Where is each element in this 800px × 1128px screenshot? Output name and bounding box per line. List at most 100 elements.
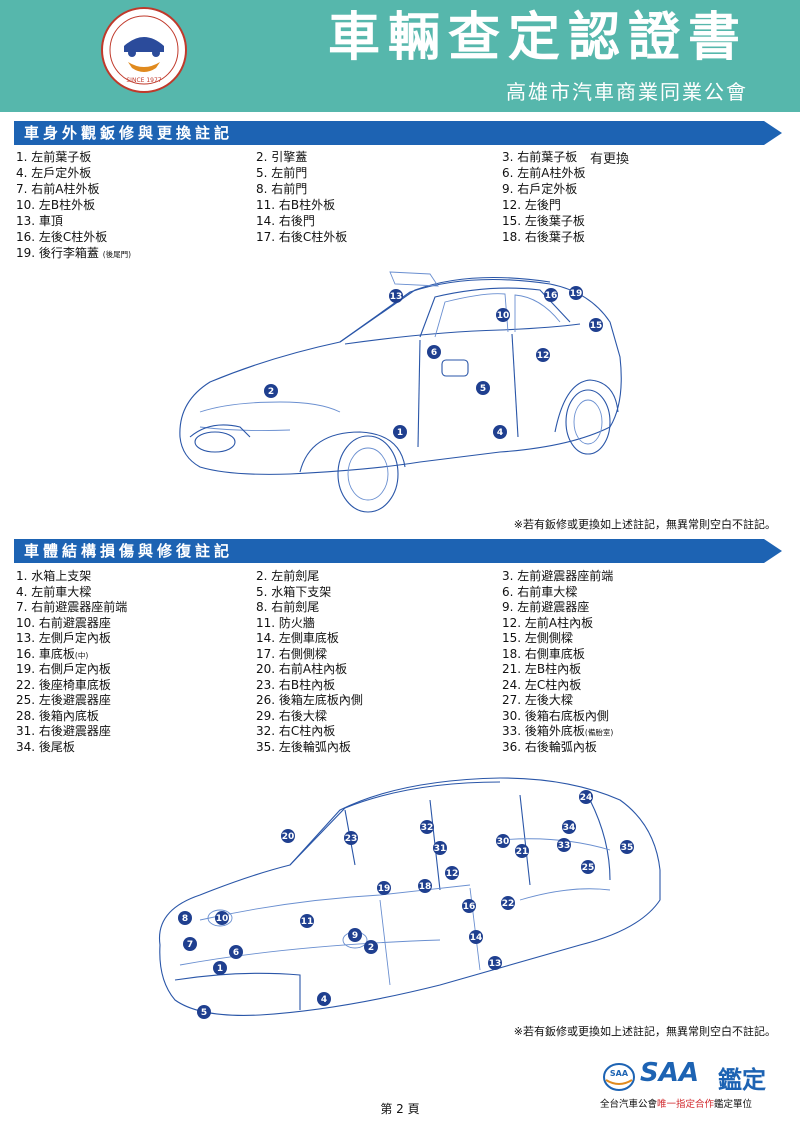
page-number: 第 2 頁 <box>380 1102 420 1116</box>
section1-note: ※若有鈑修或更換如上述註記，無異常則空白不註記。 <box>513 518 776 531</box>
svg-text:6: 6 <box>233 948 239 958</box>
svg-text:10: 10 <box>216 914 229 924</box>
list-item: 23. 右B柱內板 <box>256 677 336 692</box>
svg-text:22: 22 <box>502 899 515 909</box>
svg-text:25: 25 <box>582 863 595 873</box>
structure-marker-21: 21 <box>515 844 529 858</box>
exterior-marker-5: 5 <box>476 381 490 395</box>
list-item: 32. 右C柱內板 <box>256 724 336 738</box>
list-item: 30. 後箱右底板內側 <box>502 708 609 723</box>
structure-marker-12: 12 <box>445 866 459 880</box>
svg-text:10: 10 <box>497 311 510 321</box>
structure-marker-19: 19 <box>377 881 391 895</box>
list-item: 12. 左後門 <box>502 198 561 212</box>
list-item: 19. 後行李箱蓋 (後尾門) <box>16 246 132 260</box>
svg-text:35: 35 <box>621 843 634 853</box>
exterior-marker-15: 15 <box>589 318 603 332</box>
list-item: 4. 左戶定外板 <box>16 166 92 180</box>
list-item: 15. 左後葉子板 <box>502 214 585 228</box>
list-item: 7. 右前避震器座前端 <box>16 600 128 614</box>
list-item: 14. 右後門 <box>256 214 315 228</box>
document-title: 車輛查定認證書 <box>327 8 748 68</box>
svg-text:13: 13 <box>390 292 403 302</box>
list-item: 35. 左後輪弧內板 <box>256 739 351 754</box>
structure-marker-22: 22 <box>501 896 515 910</box>
list-item: 16. 車底板(中) <box>16 646 89 661</box>
list-item: 17. 右側側樑 <box>256 646 327 661</box>
structure-marker-10: 10 <box>215 911 229 925</box>
list-item: 3. 右前葉子板 <box>502 150 578 164</box>
header-banner: SINCE 1977 車輛查定認證書 高雄市汽車商業同業公會 <box>0 0 800 112</box>
svg-text:11: 11 <box>301 917 314 927</box>
structure-marker-1: 1 <box>213 961 227 975</box>
svg-text:1: 1 <box>397 428 403 438</box>
svg-text:2: 2 <box>268 387 274 397</box>
structure-marker-30: 30 <box>496 834 510 848</box>
list-item: 8. 右前劍尾 <box>256 600 320 614</box>
list-item: 6. 右前車大樑 <box>502 584 578 599</box>
svg-text:21: 21 <box>516 847 529 857</box>
list-item: 9. 左前避震器座 <box>502 600 590 614</box>
list-item: 22. 後座椅車底板 <box>16 677 111 692</box>
svg-text:24: 24 <box>580 793 593 803</box>
svg-text:6: 6 <box>431 348 437 358</box>
list-item: 6. 左前A柱外板 <box>502 166 586 180</box>
document-subtitle: 高雄市汽車商業同業公會 <box>506 80 748 104</box>
svg-text:31: 31 <box>434 844 447 854</box>
section-title-exterior: 車身外觀鈑修與更換註記 <box>24 124 234 142</box>
list-item: 5. 水箱下支架 <box>256 584 332 599</box>
svg-text:14: 14 <box>470 933 483 943</box>
list-item: 11. 防火牆 <box>256 615 315 630</box>
list-item: 5. 左前門 <box>256 166 308 180</box>
list-item: 13. 車頂 <box>16 214 63 228</box>
list-item: 28. 後箱內底板 <box>16 708 99 723</box>
list-item: 18. 右側車底板 <box>502 646 585 661</box>
structure-marker-24: 24 <box>579 790 593 804</box>
list-item: 2. 引擎蓋 <box>256 150 308 164</box>
list-item: 4. 左前車大樑 <box>16 584 92 599</box>
list-item: 15. 左側側樑 <box>502 631 573 645</box>
list-item: 17. 右後C柱外板 <box>256 230 348 244</box>
exterior-marker-19: 19 <box>569 286 583 300</box>
list-item: 10. 左B柱外板 <box>16 198 96 212</box>
structure-marker-18: 18 <box>418 879 432 893</box>
list-item: 16. 左後C柱外板 <box>16 230 108 244</box>
structure-marker-7: 7 <box>183 937 197 951</box>
svg-text:16: 16 <box>545 291 558 301</box>
structure-marker-34: 34 <box>562 820 576 834</box>
saa-tagline: 全台汽車公會唯一指定合作鑑定單位 <box>600 1099 753 1110</box>
svg-text:16: 16 <box>463 902 476 912</box>
list-item: 19. 右側戶定內板 <box>16 662 111 676</box>
structure-marker-23: 23 <box>344 831 358 845</box>
svg-text:4: 4 <box>497 428 503 438</box>
list-item: 9. 右戶定外板 <box>502 182 578 196</box>
list-item: 29. 右後大樑 <box>256 708 327 723</box>
list-item: 7. 右前A柱外板 <box>16 182 100 196</box>
svg-text:23: 23 <box>345 834 358 844</box>
list-item: 25. 左後避震器座 <box>16 693 111 707</box>
list-item: 33. 後箱外底板(備胎室) <box>502 724 614 738</box>
structure-marker-11: 11 <box>300 914 314 928</box>
list-item: 18. 右後葉子板 <box>502 230 585 244</box>
structure-marker-32: 32 <box>420 820 434 834</box>
svg-text:12: 12 <box>446 869 459 879</box>
svg-text:15: 15 <box>590 321 603 331</box>
structure-marker-16: 16 <box>462 899 476 913</box>
list-item: 27. 左後大樑 <box>502 693 573 707</box>
structure-marker-35: 35 <box>620 840 634 854</box>
svg-text:13: 13 <box>489 959 502 969</box>
exterior-marker-1: 1 <box>393 425 407 439</box>
association-logo: SINCE 1977 <box>101 7 187 93</box>
svg-text:2: 2 <box>368 943 374 953</box>
svg-text:18: 18 <box>419 882 432 892</box>
exterior-marker-2: 2 <box>264 384 278 398</box>
structure-marker-9: 9 <box>348 928 362 942</box>
list-item: 36. 右後輪弧內板 <box>502 739 597 754</box>
svg-text:34: 34 <box>563 823 576 833</box>
structure-marker-31: 31 <box>433 841 447 855</box>
list-item: 1. 水箱上支架 <box>16 569 92 583</box>
saa-badge-icon: SAA <box>603 1063 635 1091</box>
svg-text:SAA: SAA <box>610 1069 629 1078</box>
list-item: 20. 右前A柱內板 <box>256 662 348 676</box>
svg-text:7: 7 <box>187 940 193 950</box>
